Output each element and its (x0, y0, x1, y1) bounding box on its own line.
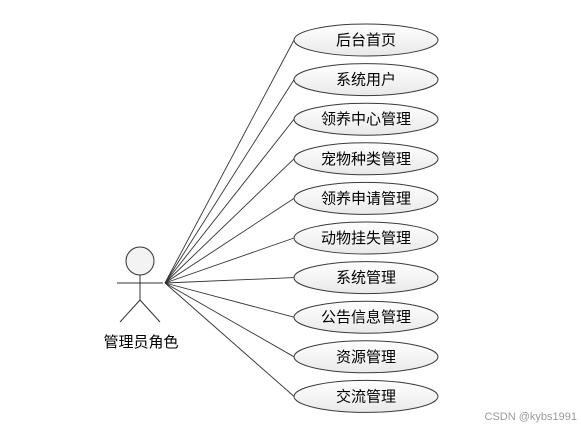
use-case-ellipse (293, 63, 439, 97)
actor-left-leg (119, 299, 141, 323)
use-case-ellipse (293, 300, 439, 334)
association-line (164, 282, 295, 397)
use-case-label: 资源管理 (336, 348, 396, 366)
use-case: 交流管理 (293, 379, 439, 413)
association-line (164, 79, 295, 284)
use-case: 系统用户 (293, 63, 439, 97)
association-line (164, 118, 295, 284)
use-case-label: 交流管理 (336, 387, 396, 405)
use-case-label: 动物挂失管理 (321, 229, 411, 247)
use-case-label: 后台首页 (336, 31, 396, 49)
association-line (164, 39, 295, 284)
use-case-ellipse (293, 261, 439, 295)
use-case: 资源管理 (293, 340, 439, 374)
association-line (164, 282, 295, 318)
use-case: 公告信息管理 (293, 300, 439, 334)
use-case-label: 领养中心管理 (321, 110, 411, 128)
use-case: 领养中心管理 (293, 102, 439, 136)
use-case-ellipse (293, 102, 439, 136)
use-case-ellipse (293, 379, 439, 413)
actor-head (125, 246, 155, 276)
association-lines (164, 39, 295, 397)
use-case-label: 系统用户 (336, 71, 396, 89)
use-case-ellipse (293, 340, 439, 374)
use-case: 宠物种类管理 (293, 142, 439, 176)
use-case-ellipse (293, 221, 439, 255)
association-line (164, 277, 295, 284)
use-case-label: 领养申请管理 (321, 189, 411, 207)
actor-right-leg (139, 299, 161, 323)
use-case: 领养申请管理 (293, 181, 439, 215)
association-line (164, 237, 295, 284)
use-case-label: 宠物种类管理 (321, 150, 411, 168)
association-line (164, 282, 295, 358)
use-case-ellipse (293, 142, 439, 176)
watermark: CSDN @kybs1991 (485, 411, 577, 423)
use-case-label: 系统管理 (336, 269, 396, 287)
actor-name: 管理员角色 (103, 333, 178, 351)
use-case: 后台首页 (293, 23, 439, 57)
use-case-list: 后台首页系统用户领养中心管理宠物种类管理领养申请管理动物挂失管理系统管理公告信息… (293, 23, 439, 413)
association-line (164, 158, 295, 284)
actor-admin: 管理员角色 (103, 246, 179, 351)
use-case: 系统管理 (293, 261, 439, 295)
use-case: 动物挂失管理 (293, 221, 439, 255)
use-case-ellipse (293, 23, 439, 57)
association-line (164, 198, 295, 284)
use-case-label: 公告信息管理 (321, 308, 411, 326)
use-case-ellipse (293, 181, 439, 215)
